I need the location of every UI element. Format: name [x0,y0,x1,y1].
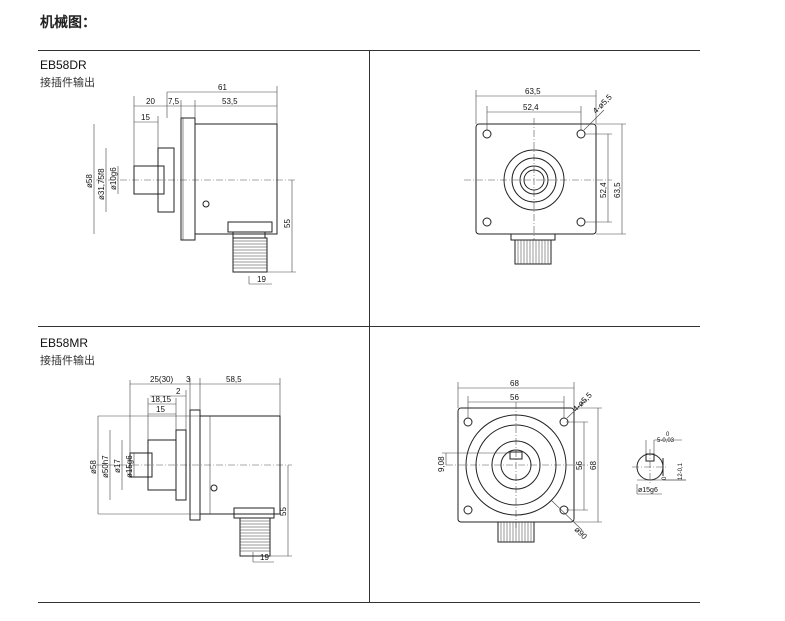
dim-dia-shaft: ø10g6 [109,167,118,190]
dim-mr-front-hole-spacing: 56 [510,393,519,402]
dim-connector-width: 19 [257,275,266,284]
eb58mr-shaft-detail: 0 5-0,03 0 12-0,1 ø15g6 [632,432,686,495]
dim-mr-flange: 3 [186,375,191,384]
dim-mr-step: 2 [176,387,181,396]
dim-mr-front-holes: 4-ø5,5 [571,390,594,413]
dim-shaft-inner: 15 [141,113,150,122]
dim-front-outer-width: 63,5 [525,87,541,96]
dim-body-length: 53,5 [222,97,238,106]
dim-mr-connector-width: 19 [260,553,269,562]
dim-connector-height: 55 [283,219,292,228]
output-label-eb58dr: 接插件输出 [40,76,95,89]
output-label-eb58mr: 接插件输出 [40,354,95,367]
dim-mr-dia-shaft: ø15g6 [125,455,134,478]
dim-key-width: 5-0,03 [657,438,675,444]
dim-mr-shaft-length: 25(30) [150,375,173,384]
dim-mr-front-v-outer: 68 [589,461,598,470]
eb58mr-front-view: 68 56 4-ø5,5 9,08 56 68 ø90 [437,379,602,543]
dim-mr-dia-hub: ø17 [113,459,122,473]
dim-dia-flange: ø31,75f8 [97,168,106,200]
dim-key-tol-top: 0 [666,432,670,438]
dim-mr-front-pcd: ø90 [573,525,590,542]
dim-mr-connector-height: 55 [279,507,288,516]
dim-mr-shaft-mid: 18,15 [151,395,172,404]
dim-detail-shaft-dia: ø15g6 [638,487,658,494]
dim-total-length: 61 [218,83,227,92]
divider-vertical [369,50,370,602]
model-label-eb58mr: EB58MR [40,336,89,350]
dim-mr-front-offset: 9,08 [437,456,446,472]
page-title: 机械图： [40,15,96,31]
divider-bottom [38,602,700,603]
dim-flat-depth: 12-0,1 [678,462,684,480]
eb58dr-front-view: 63,5 52,4 4-ø5,5 52,4 63,5 [464,87,626,265]
eb58dr-side-view: 61 20 7,5 53,5 15 ø58 ø31,75f8 ø10g6 55 … [85,83,296,285]
dim-mr-dia-flange: ø50h7 [101,455,110,478]
model-label-eb58dr: EB58DR [40,58,87,72]
dim-dia-body: ø58 [85,174,94,188]
eb58mr-side-view: 25(30) 3 58,5 2 18,15 15 ø58 ø50h7 ø17 ø… [89,375,292,563]
dim-mr-front-v-hole-spacing: 56 [575,461,584,470]
dim-mr-shaft-inner: 15 [156,405,165,414]
dim-flat-tol-top: 0 [662,476,668,480]
dim-mr-dia-body: ø58 [89,460,98,474]
dim-shaft-length: 20 [146,97,155,106]
dim-flange: 7,5 [168,97,180,106]
dim-mr-front-outer-width: 68 [510,379,519,388]
dim-front-v-hole-spacing: 52,4 [599,182,608,198]
dim-front-hole-spacing: 52,4 [523,103,539,112]
dim-front-v-outer: 63,5 [613,182,622,198]
dim-mr-body-length: 58,5 [226,375,242,384]
